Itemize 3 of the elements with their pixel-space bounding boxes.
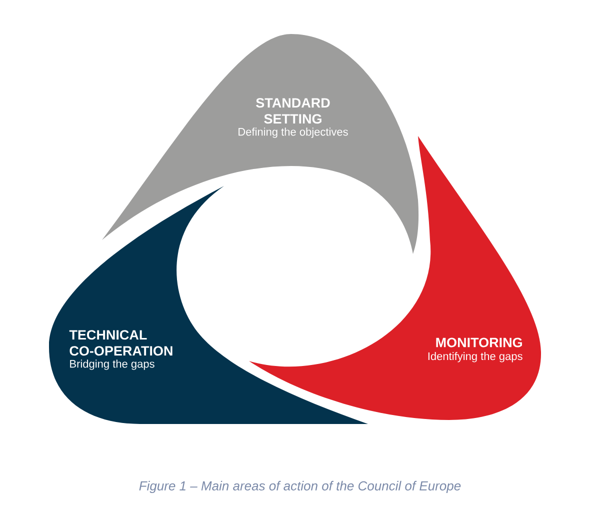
caption: Figure 1 – Main areas of action of the Council of Europe [139,480,461,494]
cycle-segment: STANDARD SETTING Defining the objectives [102,34,419,254]
cycle-segment: TECHNICAL CO-OPERATION Bridging the gaps [49,186,368,424]
